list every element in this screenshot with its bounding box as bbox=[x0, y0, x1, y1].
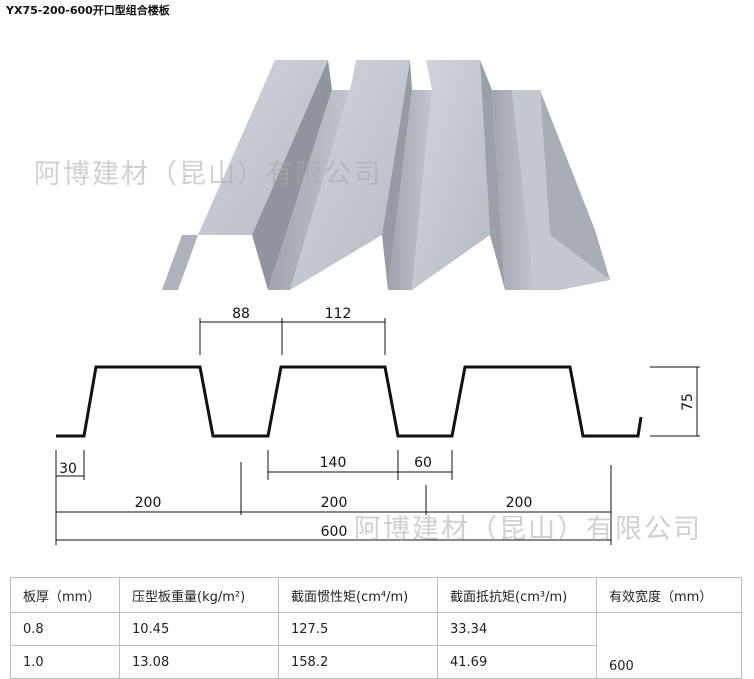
dim-75: 75 bbox=[680, 393, 696, 411]
dim-200-1: 200 bbox=[135, 495, 162, 511]
dim-112: 112 bbox=[325, 306, 352, 322]
cell-resistance: 33.34 bbox=[437, 612, 597, 646]
cell-inertia: 158.2 bbox=[278, 645, 438, 679]
cell-inertia: 127.5 bbox=[278, 612, 438, 646]
watermark-top: 阿博建材（昆山）有限公司 bbox=[34, 159, 382, 190]
watermark-bottom: 阿博建材（昆山）有限公司 bbox=[354, 514, 702, 545]
dim-30: 30 bbox=[59, 461, 77, 477]
header-inertia: 截面惯性矩(cm⁴/m) bbox=[278, 577, 438, 613]
page-title: YX75-200-600开口型组合楼板 bbox=[6, 4, 170, 17]
section-profile-drawing: 88 112 75 30 140 60 200 200 200 600 bbox=[55, 306, 700, 545]
header-resistance: 截面抵抗矩(cm³/m) bbox=[437, 577, 597, 613]
cell-weight: 10.45 bbox=[119, 612, 279, 646]
cell-effective-width: 600 bbox=[596, 612, 742, 679]
dim-600: 600 bbox=[321, 524, 348, 540]
dim-200-2: 200 bbox=[321, 495, 348, 511]
cell-resistance: 41.69 bbox=[437, 645, 597, 679]
table-row: 0.8 10.45 127.5 33.34 600 bbox=[10, 612, 742, 679]
cell-thickness: 0.8 bbox=[10, 612, 120, 646]
deck-3d-render bbox=[162, 60, 610, 290]
specs-table: 板厚（mm） 压型板重量(kg/m²) 截面惯性矩(cm⁴/m) 截面抵抗矩(c… bbox=[10, 577, 742, 679]
header-weight: 压型板重量(kg/m²) bbox=[119, 577, 279, 613]
dim-200-3: 200 bbox=[506, 495, 533, 511]
table-header-row: 板厚（mm） 压型板重量(kg/m²) 截面惯性矩(cm⁴/m) 截面抵抗矩(c… bbox=[10, 577, 742, 613]
cell-thickness: 1.0 bbox=[10, 645, 120, 679]
dim-88: 88 bbox=[232, 306, 250, 322]
cell-weight: 13.08 bbox=[119, 645, 279, 679]
dim-60: 60 bbox=[414, 455, 432, 471]
header-effective-width: 有效宽度（mm） bbox=[596, 577, 742, 613]
header-thickness: 板厚（mm） bbox=[10, 577, 120, 613]
dim-140: 140 bbox=[320, 455, 347, 471]
